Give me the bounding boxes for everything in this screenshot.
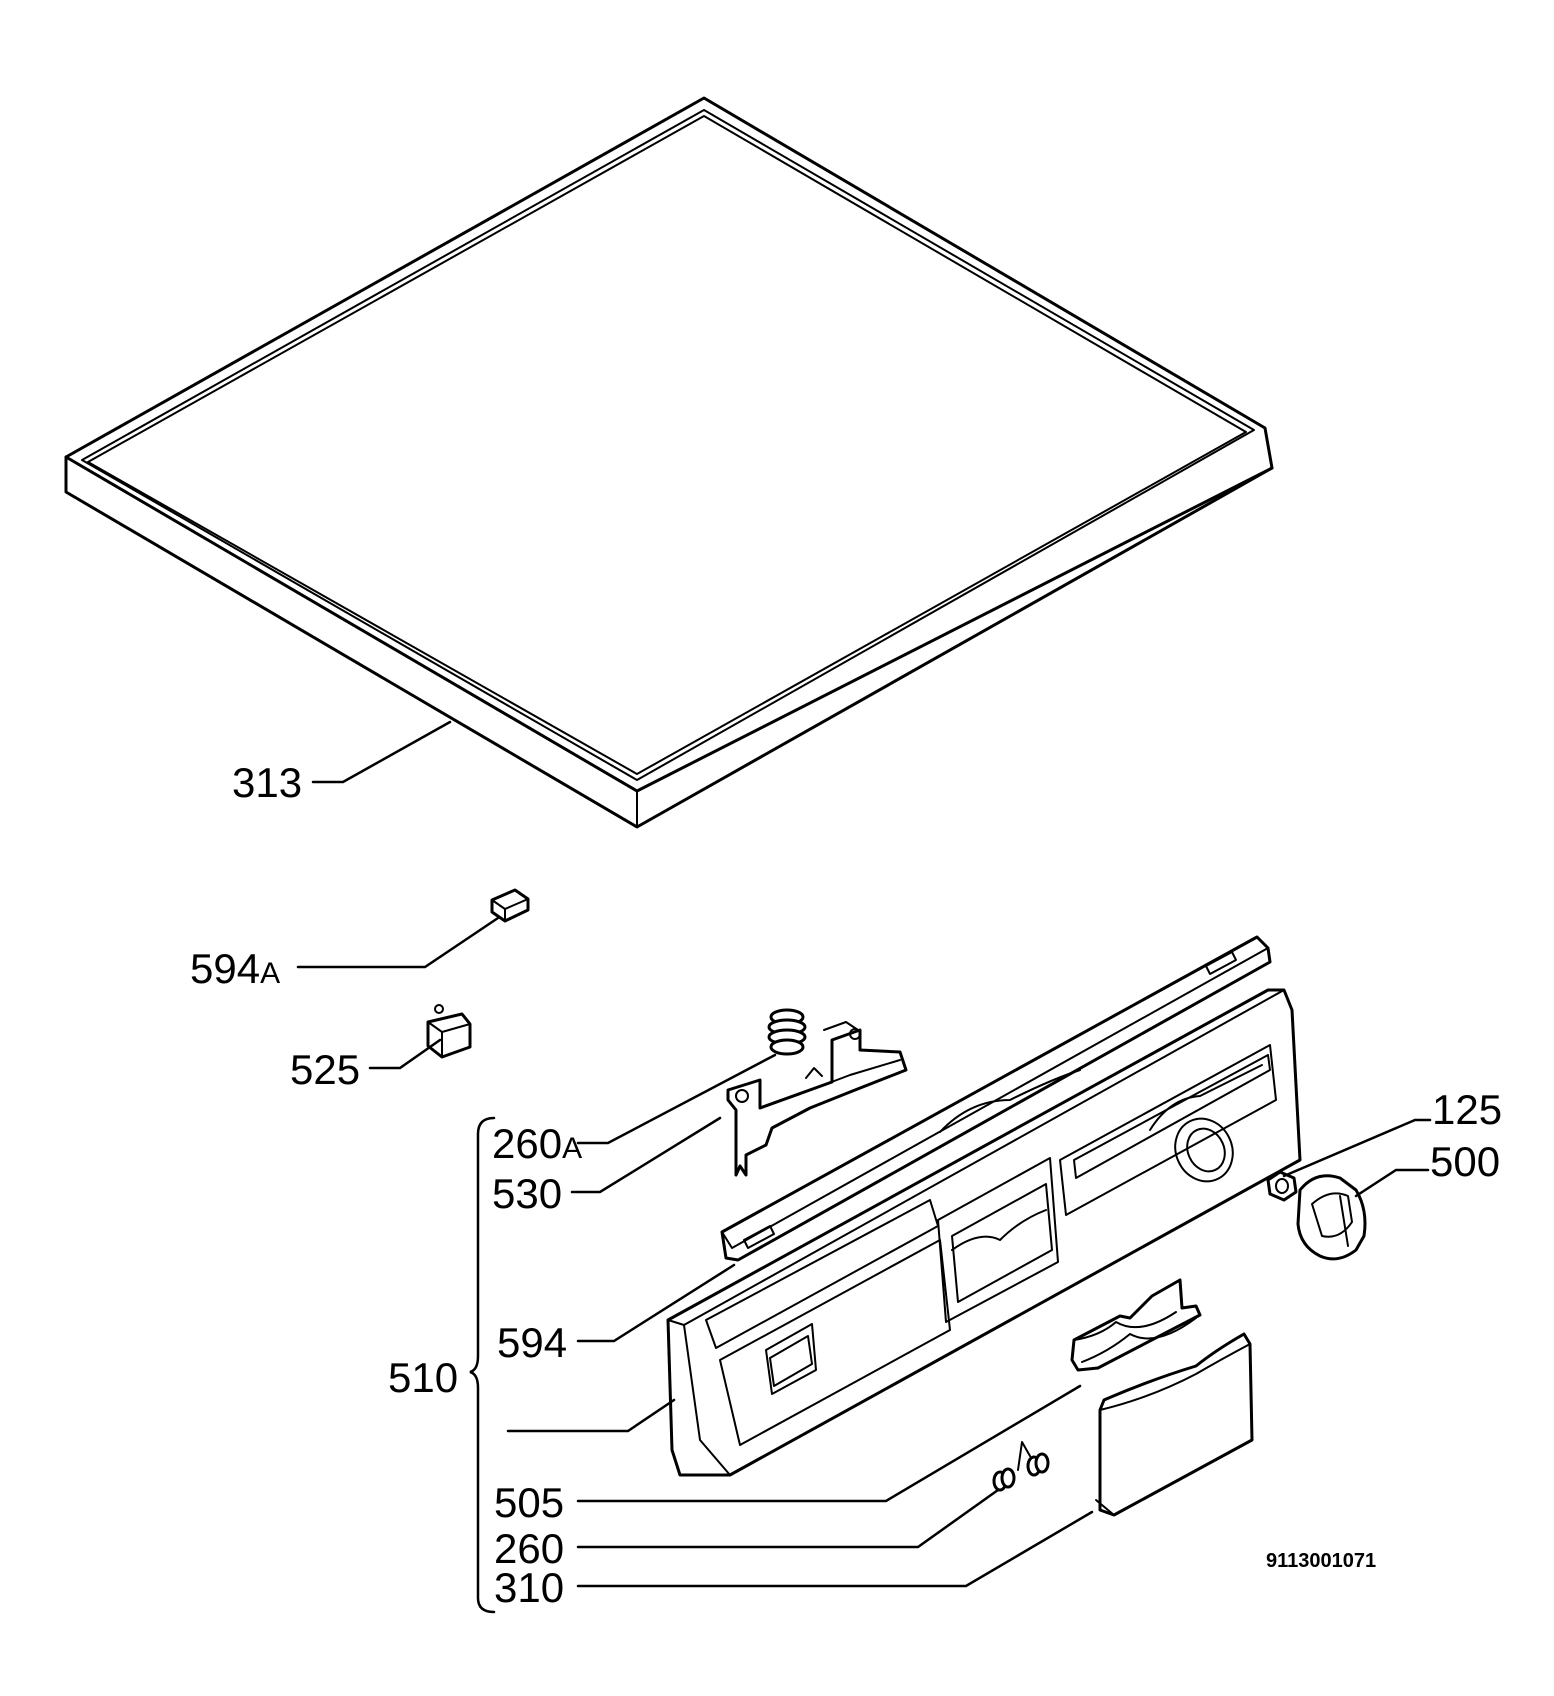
callout-125: 125 xyxy=(1432,1086,1502,1133)
leader-313 xyxy=(311,720,452,784)
callout-530: 530 xyxy=(492,1170,562,1217)
callout-500: 500 xyxy=(1430,1138,1500,1185)
callout-510: 510 xyxy=(388,1354,458,1401)
callout-260: 260 xyxy=(494,1525,564,1572)
callout-260a: 260A xyxy=(492,1120,582,1167)
springs-260-part xyxy=(992,1441,1050,1492)
spring-260a-part xyxy=(767,1008,807,1056)
leader-310 xyxy=(576,1510,1094,1588)
leader-594 xyxy=(576,1263,736,1343)
trim-strip-594-part xyxy=(720,935,1272,1262)
leader-lines xyxy=(296,720,1432,1588)
group-bracket-510 xyxy=(469,1116,496,1614)
leader-505 xyxy=(576,1384,1082,1503)
callout-260a-number: 260 xyxy=(492,1120,562,1167)
leader-530 xyxy=(570,1116,722,1194)
leader-260a xyxy=(576,1053,777,1145)
document-number: 9113001071 xyxy=(1266,1550,1376,1572)
flap-310-part xyxy=(1095,1332,1254,1517)
callout-594: 594 xyxy=(497,1319,567,1366)
callout-313: 313 xyxy=(232,759,302,806)
leader-525 xyxy=(368,1038,442,1070)
callout-594a: 594A xyxy=(190,945,280,992)
callout-594a-number: 594 xyxy=(190,945,260,992)
callout-310: 310 xyxy=(494,1564,564,1611)
switch-525-part xyxy=(426,1004,472,1059)
leader-500 xyxy=(1354,1168,1430,1198)
leader-125 xyxy=(1282,1118,1432,1178)
leader-594a xyxy=(296,916,500,969)
nut-125-part xyxy=(1266,1170,1298,1202)
bracket-530-part xyxy=(726,1021,908,1177)
leader-510 xyxy=(506,1398,676,1433)
knob-500-part xyxy=(1296,1174,1367,1261)
leader-260 xyxy=(576,1488,1000,1549)
clip-594a-part xyxy=(490,888,530,923)
callout-505: 505 xyxy=(494,1479,564,1526)
control-panel-510-part xyxy=(666,988,1302,1477)
callout-525: 525 xyxy=(290,1046,360,1093)
worktop-cover-part xyxy=(64,96,1274,829)
callout-260a-suffix: A xyxy=(562,1132,582,1165)
lens-505-part xyxy=(1070,1278,1202,1372)
callout-594a-suffix: A xyxy=(260,957,280,990)
